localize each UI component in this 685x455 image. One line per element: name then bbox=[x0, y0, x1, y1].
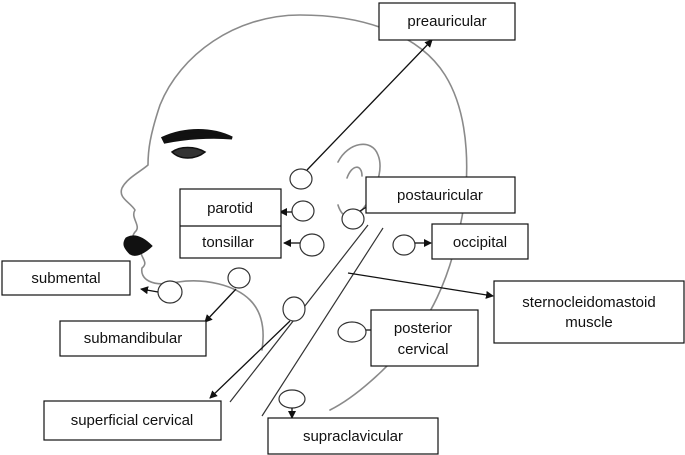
box-preauricular bbox=[378, 2, 516, 41]
eye bbox=[170, 146, 207, 159]
label-supraclavicular: supraclavicular bbox=[303, 428, 403, 445]
label-postauricular: postauricular bbox=[397, 187, 483, 204]
box-occipital bbox=[431, 223, 529, 260]
label-preauricular: preauricular bbox=[407, 13, 486, 30]
label-submental: submental bbox=[31, 270, 100, 287]
box-superficial-cervical bbox=[43, 400, 222, 441]
lips bbox=[123, 235, 153, 256]
face-features bbox=[123, 129, 233, 256]
label-posterior-cervical-line1: posterior bbox=[394, 320, 452, 337]
node-occipital bbox=[392, 234, 416, 256]
box-sternocleidomastoid bbox=[493, 280, 685, 344]
arrow-submental bbox=[140, 286, 159, 295]
box-submandibular bbox=[59, 320, 207, 357]
label-occipital: occipital bbox=[453, 234, 507, 251]
node-superficial-cervical bbox=[282, 296, 306, 322]
arrow-superficial-cervical bbox=[209, 320, 291, 399]
node-submandibular bbox=[227, 267, 251, 289]
node-preauricular bbox=[289, 168, 313, 190]
node-posterior-cervical bbox=[337, 321, 367, 343]
label-posterior-cervical-line2: cervical bbox=[398, 341, 449, 358]
arrow-preauricular bbox=[306, 39, 433, 171]
node-supraclavicular bbox=[278, 389, 306, 409]
label-sternocleidomastoid-line1: sternocleidomastoid bbox=[522, 294, 655, 311]
node-postauricular bbox=[341, 208, 365, 230]
box-postauricular bbox=[365, 176, 516, 214]
label-parotid: parotid bbox=[207, 200, 253, 217]
box-parotid-tonsillar bbox=[179, 188, 282, 259]
pointer-arrows bbox=[140, 39, 494, 419]
arrow-submandibular bbox=[204, 288, 237, 323]
arrow-sternocleidomastoid bbox=[347, 272, 494, 299]
label-superficial-cervical: superficial cervical bbox=[71, 412, 194, 429]
label-submandibular: submandibular bbox=[84, 330, 182, 347]
node-tonsillar bbox=[299, 233, 325, 257]
node-submental bbox=[157, 280, 183, 304]
ear-inner bbox=[346, 166, 363, 179]
scm-line-2 bbox=[261, 227, 384, 417]
lymph-nodes bbox=[157, 168, 416, 409]
box-supraclavicular bbox=[267, 417, 439, 455]
node-parotid bbox=[291, 200, 315, 222]
label-sternocleidomastoid-line2: muscle bbox=[565, 314, 613, 331]
face-profile-line bbox=[120, 14, 468, 351]
label-texts: preauricular parotid tonsillar postauric… bbox=[31, 13, 655, 445]
label-tonsillar: tonsillar bbox=[202, 234, 254, 251]
box-posterior-cervical bbox=[370, 309, 479, 367]
eyebrow bbox=[160, 129, 233, 144]
box-submental bbox=[1, 260, 131, 296]
